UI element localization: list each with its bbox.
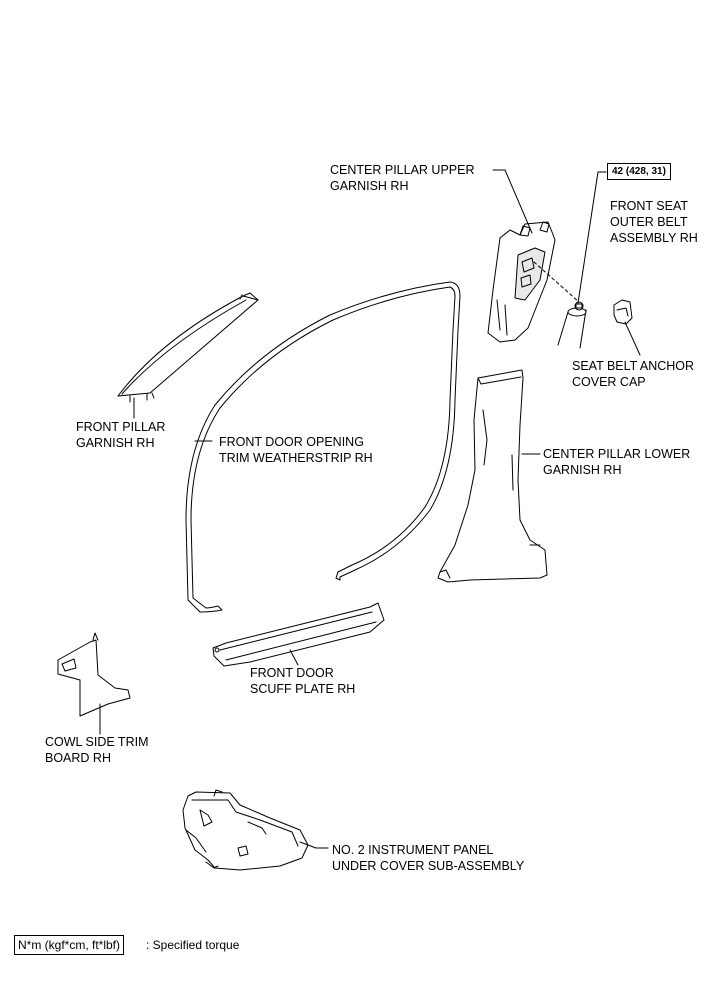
label-seat-belt-cap: SEAT BELT ANCHOR COVER CAP bbox=[572, 359, 695, 389]
legend-unit-box: N*m (kgf*cm, ft*lbf) bbox=[14, 935, 125, 955]
label-weatherstrip: FRONT DOOR OPENING TRIM WEATHERSTRIP RH bbox=[219, 435, 373, 465]
leader-anchor-cap bbox=[624, 321, 641, 356]
label-cowl-side: COWL SIDE TRIM BOARD RH bbox=[45, 735, 149, 765]
under-cover-part bbox=[182, 789, 309, 871]
cowl-side-trim-part bbox=[57, 632, 131, 717]
label-under-cover: NO. 2 INSTRUMENT PANEL UNDER COVER SUB-A… bbox=[332, 843, 525, 873]
center-pillar-lower-garnish-part bbox=[437, 369, 548, 583]
seat-belt-assembly-part bbox=[533, 261, 587, 349]
leader-scuff-plate bbox=[289, 649, 299, 666]
front-pillar-garnish-part bbox=[117, 292, 259, 403]
label-scuff-plate: FRONT DOOR SCUFF PLATE RH bbox=[250, 666, 356, 696]
leader-center-pillar-upper bbox=[492, 169, 533, 234]
weatherstrip-part bbox=[185, 281, 461, 613]
label-front-seat-belt: FRONT SEAT OUTER BELT ASSEMBLY RH bbox=[610, 199, 698, 245]
center-pillar-upper-garnish-part bbox=[487, 221, 556, 343]
legend-description: : Specified torque bbox=[146, 938, 240, 952]
scuff-plate-part bbox=[212, 602, 385, 667]
label-center-pillar-upper: CENTER PILLAR UPPER GARNISH RH bbox=[330, 163, 475, 193]
leader-torque-bolt bbox=[577, 171, 607, 304]
anchor-cover-cap-part bbox=[613, 299, 633, 325]
leader-lines bbox=[99, 169, 641, 849]
label-center-pillar-lower: CENTER PILLAR LOWER GARNISH RH bbox=[543, 447, 691, 477]
leader-under-cover bbox=[299, 841, 329, 849]
torque-spec-box: 42 (428, 31) bbox=[607, 163, 671, 180]
label-front-pillar: FRONT PILLAR GARNISH RH bbox=[76, 420, 166, 450]
